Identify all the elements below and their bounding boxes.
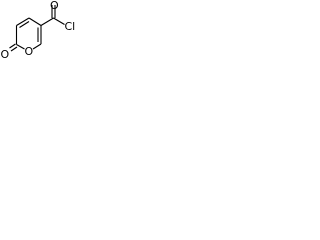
bond-c3-c4: [16, 17, 30, 26]
bond-c2-o-double-b: [10, 46, 18, 52]
bond-c2-o-double-a: [9, 43, 16, 49]
acyl-chloride-group: [40, 5, 65, 26]
bond-c6-ccarbonyl: [40, 17, 54, 26]
atom-label-acyl-oxygen: O: [50, 0, 59, 12]
bond-c3-c4-inner: [19, 21, 30, 28]
molecule-structure: O O O Cl: [1, 0, 76, 61]
ring-bonds: [15, 17, 42, 50]
atom-label-carbonyl-oxygen: O: [1, 48, 10, 61]
bond-c4-c5: [28, 17, 42, 26]
lactone-carbonyl: [9, 43, 18, 52]
atom-label-ring-oxygen: O: [25, 45, 34, 58]
bond-o1-c2: [16, 44, 25, 50]
bond-c6-o1: [32, 43, 42, 50]
atom-label-chlorine: Cl: [65, 20, 76, 33]
atom-labels: O O O Cl: [1, 0, 76, 61]
bond-ccarbonyl-cl: [53, 17, 65, 25]
